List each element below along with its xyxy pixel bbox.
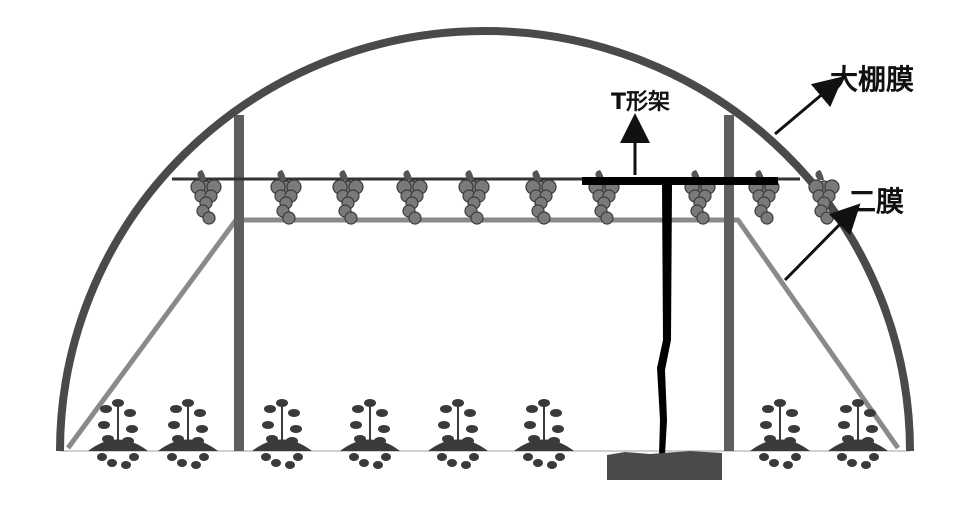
grape-cluster [458,170,490,225]
seedling [158,399,218,469]
seedling [88,399,148,469]
seedling [514,399,574,469]
label-second-film: 二膜 [848,185,905,218]
seedling [340,399,400,469]
grape-cluster [332,170,364,225]
grape-cluster [396,170,428,225]
post-right [724,115,734,451]
t-frame-stem [657,185,672,455]
arrow-greenhouse-film [774,76,844,136]
seedling [252,399,312,469]
seedling [428,399,488,469]
t-frame [582,177,778,455]
second-film [65,217,901,450]
post-left [234,115,244,451]
grape-cluster [190,170,222,225]
grape-cluster [270,170,302,225]
greenhouse-arch [56,27,914,452]
label-t-frame: T形架 [611,90,671,115]
seedlings [88,399,888,469]
arrow-second-film [783,203,861,282]
grape-cluster [525,170,557,225]
seedling [828,399,888,469]
seedling [750,399,810,469]
t-frame-crossbar [582,177,778,185]
soil-block [607,451,722,480]
label-greenhouse-film: 大棚膜 [830,63,915,96]
